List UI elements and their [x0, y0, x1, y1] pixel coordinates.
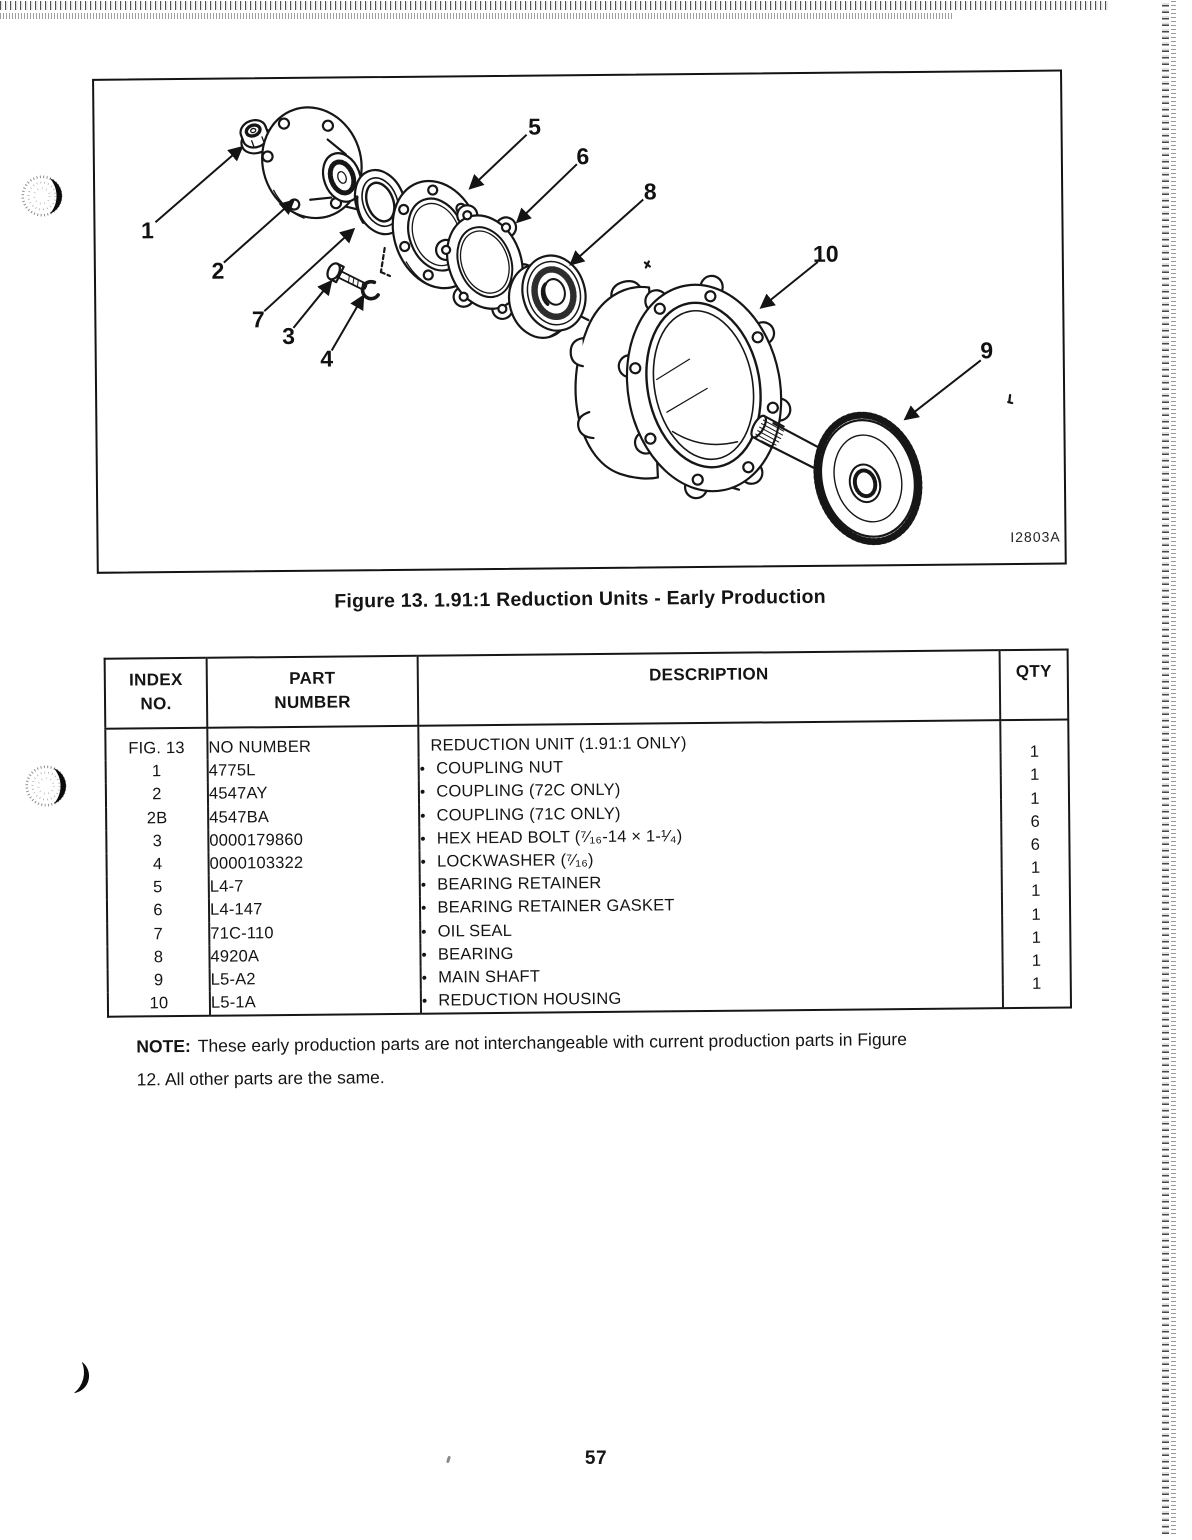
bullet: • — [420, 784, 426, 801]
note-label: NOTE: — [136, 1036, 191, 1057]
part-cell: L4-7 — [209, 874, 420, 899]
index-cell: 2B — [106, 806, 208, 830]
index-cell: 2 — [106, 783, 208, 807]
index-cell: 10 — [108, 992, 210, 1017]
qty-header: QTY — [1000, 650, 1069, 721]
qty-value: 1 — [1032, 927, 1042, 950]
part-cell: NO NUMBER — [207, 726, 418, 760]
figure-caption: Figure 13. 1.91:1 Reduction Units - Earl… — [97, 584, 1063, 616]
callout-label: 4 — [320, 346, 333, 372]
bullet: • — [420, 761, 426, 778]
description-header: DESCRIPTION — [418, 650, 1001, 726]
description-text: REDUCTION UNIT (1.91:1 ONLY) — [430, 734, 686, 754]
description-text: HEX HEAD BOLT (⁷⁄₁₆-14 × 1-¹⁄₄) — [437, 827, 683, 847]
parts-table: INDEX NO. PART NUMBER DESCRIPTION QTY FI… — [104, 648, 1072, 1018]
index-cell: 5 — [107, 876, 209, 900]
index-header-line1: INDEX — [106, 668, 206, 693]
part-cell: 4547BA — [208, 804, 419, 829]
part-cell: L5-1A — [210, 990, 421, 1016]
figure-13-diagram: 1 2 7 3 4 5 6 8 10 9 I2803A — [92, 70, 1067, 574]
table-header-row: INDEX NO. PART NUMBER DESCRIPTION QTY — [105, 650, 1069, 729]
bullet: • — [422, 970, 428, 987]
index-header-line2: NO. — [106, 692, 206, 717]
qty-value: 1 — [1031, 880, 1041, 903]
index-no-header: INDEX NO. — [105, 658, 208, 729]
exploded-view-drawing: 1 2 7 3 4 5 6 8 10 9 I2803A — [94, 72, 1065, 572]
description-text: MAIN SHAFT — [438, 968, 540, 987]
description-text: OIL SEAL — [438, 921, 513, 940]
index-cell: 9 — [108, 969, 210, 993]
description-text: LOCKWASHER (⁷⁄₁₆) — [437, 851, 594, 871]
description-text: BEARING — [438, 945, 514, 964]
part-cell: L4-147 — [209, 897, 420, 922]
qty-value: 6 — [1031, 834, 1041, 857]
qty-value: 1 — [1031, 903, 1041, 926]
qty-value: 1 — [1031, 857, 1041, 880]
description-text: BEARING RETAINER — [437, 874, 601, 894]
bullet: • — [420, 830, 426, 847]
qty-value: 1 — [1030, 741, 1040, 764]
index-cell: 1 — [106, 760, 208, 784]
index-cell: 4 — [106, 853, 208, 877]
description-cell: • REDUCTION HOUSING — [421, 984, 1003, 1014]
qty-value: 1 — [1032, 973, 1042, 996]
qty-cell: 1 — [1003, 984, 1071, 1009]
index-cell: 7 — [107, 922, 209, 946]
part-cell: 71C-110 — [209, 920, 420, 945]
bullet: • — [421, 946, 427, 963]
bullet: • — [421, 877, 427, 894]
bullet: • — [421, 900, 427, 917]
callout-label: 1 — [141, 217, 154, 243]
qty-value: 1 — [1030, 787, 1040, 810]
note-text-line1: These early production parts are not int… — [198, 1029, 907, 1056]
qty-value: 6 — [1030, 811, 1040, 834]
part-cell: 0000103322 — [208, 851, 419, 876]
callout-label: 8 — [644, 178, 657, 204]
callout-label: 3 — [282, 323, 295, 349]
part-cell: 4547AY — [208, 781, 419, 806]
bullet: • — [422, 993, 428, 1010]
bullet: • — [421, 923, 427, 940]
index-cell: 3 — [106, 830, 208, 854]
description-text: REDUCTION HOUSING — [438, 990, 621, 1010]
callout-label: 7 — [252, 306, 265, 332]
part-header-line2: NUMBER — [208, 690, 417, 716]
part-cell: 0000179860 — [208, 828, 419, 853]
index-cell: 6 — [107, 899, 209, 923]
callout-label: 5 — [528, 114, 541, 140]
callout-label: 9 — [980, 337, 993, 363]
hidden-line-bracket — [381, 248, 390, 276]
callout-label: 6 — [576, 143, 589, 169]
description-text: COUPLING (71C ONLY) — [437, 804, 621, 824]
description-text: COUPLING (72C ONLY) — [436, 781, 620, 801]
bullet: • — [421, 854, 427, 871]
figure-image-code: I2803A — [1010, 529, 1061, 545]
part-cell: 4775L — [208, 758, 419, 783]
description-text: COUPLING NUT — [436, 759, 563, 778]
callout-label: 2 — [211, 258, 224, 284]
part-header-line1: PART — [208, 666, 417, 692]
callout-label: 10 — [813, 241, 839, 267]
page-number: 57 — [0, 1448, 1192, 1470]
part-number-header: PART NUMBER — [207, 656, 419, 728]
index-cell: 8 — [107, 946, 209, 970]
note-paragraph: NOTE: These early production parts are no… — [136, 1021, 1092, 1096]
description-text: BEARING RETAINER GASKET — [437, 897, 674, 917]
part-cell: 4920A — [209, 944, 420, 969]
part-cell: L5-A2 — [210, 967, 421, 992]
index-cell: FIG. 13 — [105, 728, 207, 761]
qty-value: 1 — [1032, 950, 1042, 973]
qty-value: 1 — [1030, 764, 1040, 787]
bullet: • — [420, 807, 426, 824]
